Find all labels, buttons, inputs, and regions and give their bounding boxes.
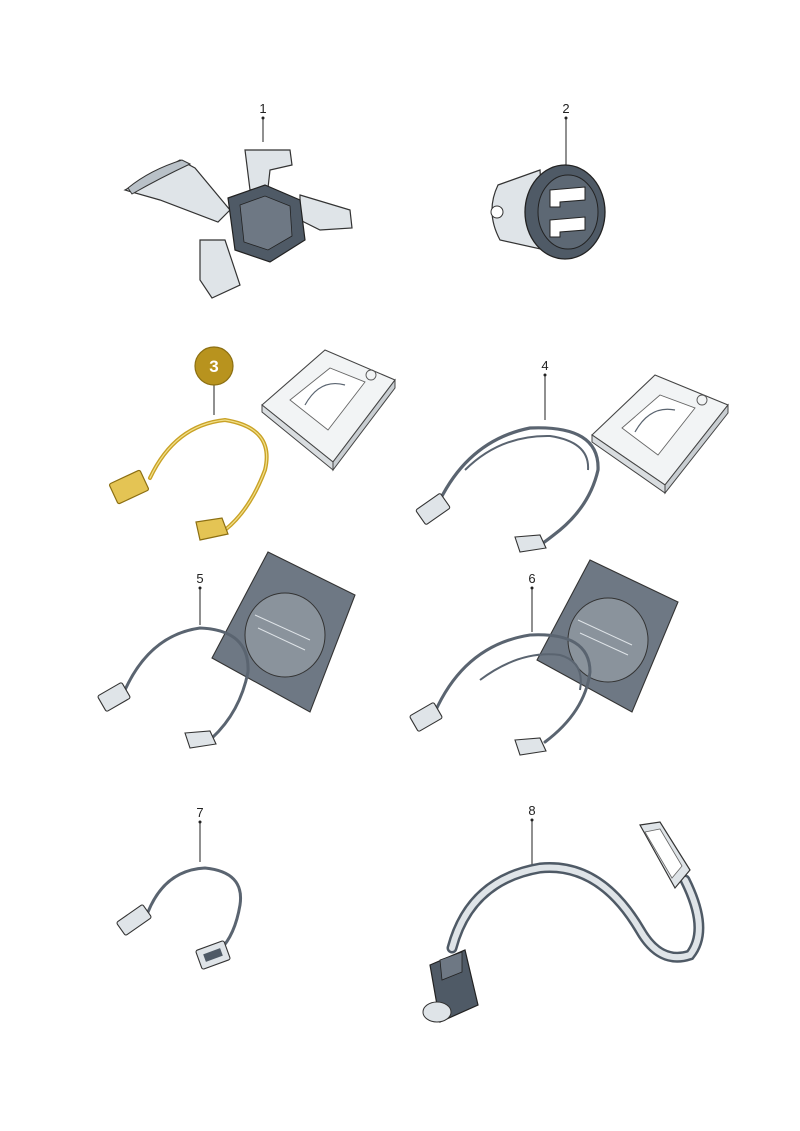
part-2-usb-charger-icon[interactable]: 2 (490, 101, 606, 260)
leader-dot-6 (530, 586, 534, 590)
cable-3-wire (148, 417, 269, 532)
holder-bottom-clamp (199, 239, 241, 299)
part-7-usb-a-extension-icon[interactable]: 7 (116, 805, 243, 970)
cable-6-wire (433, 633, 592, 744)
callout-2[interactable]: 2 (562, 101, 569, 116)
callout-4[interactable]: 4 (541, 358, 548, 373)
leader-dot-1 (261, 116, 265, 120)
part-6-usb-c-cable-icon[interactable]: 6 (409, 559, 679, 756)
part-4-package (591, 374, 729, 495)
part-4-usb-c-cable-icon[interactable]: 4 (415, 358, 729, 553)
gooseneck-arm (446, 862, 705, 963)
leader-dot-2 (564, 116, 568, 120)
cable-5-wire (123, 626, 250, 740)
cable-7-usb-a-plug (116, 904, 152, 936)
cable-3-usb-a-plug (109, 469, 149, 505)
part-1-phone-holder-icon[interactable]: 1 (123, 101, 353, 299)
part-5-usb-c-cable-icon[interactable]: 5 (97, 551, 356, 749)
usb-port-top (549, 186, 586, 208)
cable-6-usb-a-plug (409, 702, 443, 732)
cable-5-usb-c-plug (184, 730, 217, 749)
leader-dot-7 (198, 820, 202, 824)
cable-5-usb-a-plug (97, 682, 131, 712)
cable-4-wire (438, 426, 600, 547)
part-3-usb-c-cable-icon[interactable]: 3 (109, 346, 396, 541)
cable-4-usb-c-plug (514, 534, 547, 553)
cable-4-usb-a-plug (415, 493, 451, 525)
leader-dot-5 (198, 586, 202, 590)
holder-right-clamp (299, 194, 353, 231)
leader-dot-8 (530, 818, 534, 822)
callout-8[interactable]: 8 (528, 803, 535, 818)
leader-dot-4 (543, 373, 547, 377)
callout-3-badge[interactable] (194, 346, 234, 386)
usb-port-bottom (549, 216, 586, 238)
callout-1[interactable]: 1 (259, 101, 266, 116)
holder-top-clamp (244, 149, 293, 191)
cable-3-usb-c-plug (195, 517, 229, 541)
callout-7[interactable]: 7 (196, 805, 203, 820)
cable-7-wire (146, 866, 243, 952)
callout-6[interactable]: 6 (528, 571, 535, 586)
callout-5[interactable]: 5 (196, 571, 203, 586)
part-5-sleeve (211, 551, 356, 713)
part-8-gooseneck-lamp-icon[interactable]: 8 (422, 803, 705, 1023)
part-3-package (261, 349, 396, 472)
cable-6-usb-c-plug (514, 737, 547, 756)
callout-3[interactable]: 3 (209, 357, 218, 376)
